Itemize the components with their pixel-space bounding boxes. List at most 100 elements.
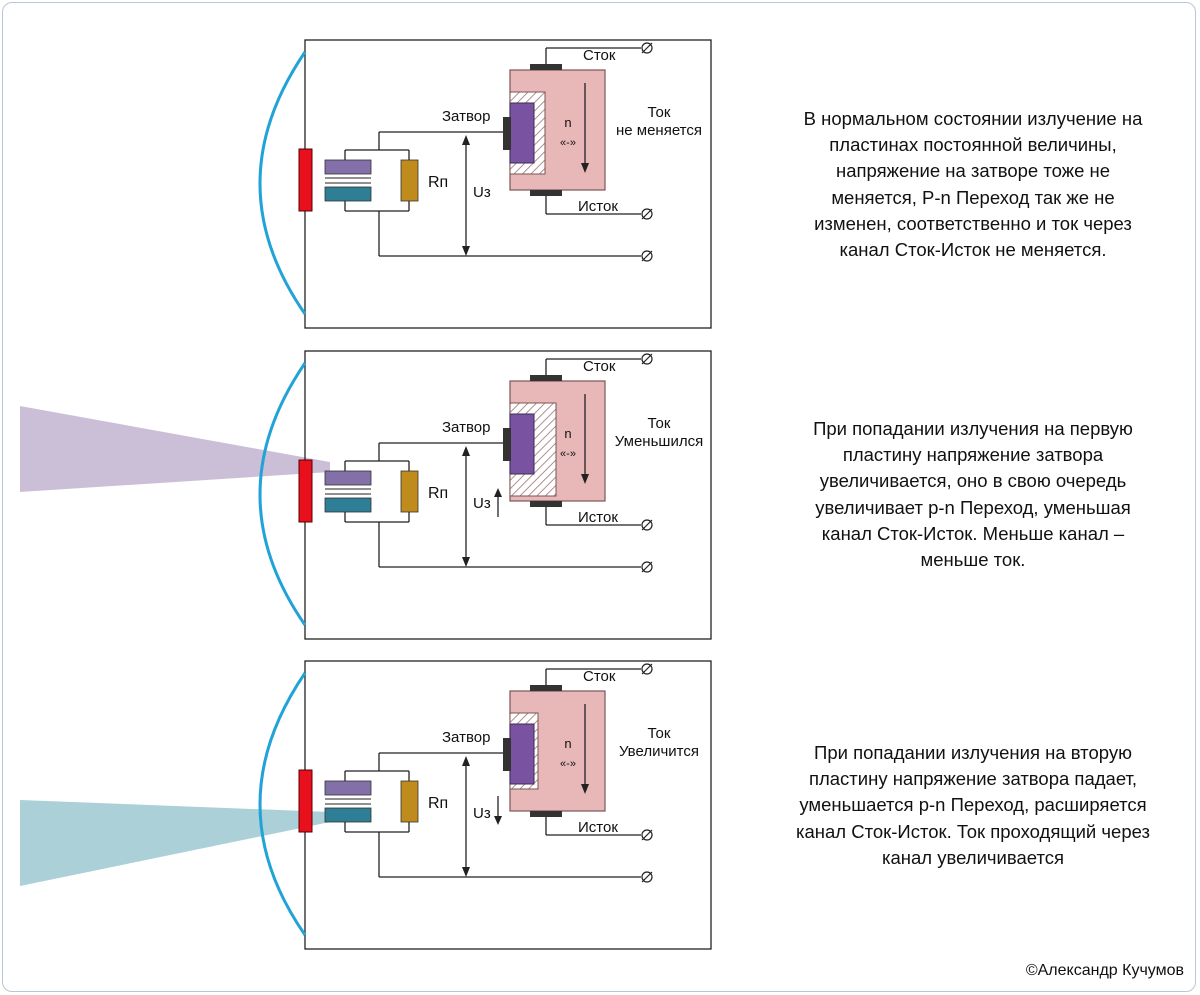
sensor-window <box>298 769 313 833</box>
radiation-beam-violet <box>20 406 330 492</box>
drain-label: Сток <box>583 47 616 64</box>
gate-electrode <box>503 738 511 771</box>
terminal-source <box>641 208 653 220</box>
terminal-drain <box>641 353 653 365</box>
description-decreased: При попадании излучения на первую пласти… <box>813 418 1133 571</box>
voltage-label: Uз <box>473 495 491 512</box>
terminal-common-slash <box>641 250 653 262</box>
gate-label: Затвор <box>442 108 490 125</box>
lens-arc <box>258 672 307 936</box>
terminal-source-slash <box>641 208 653 220</box>
sensor-window <box>298 148 313 212</box>
gate-electrode <box>503 428 511 461</box>
source-label: Исток <box>578 198 618 215</box>
copyright: ©Александр Кучумов <box>1025 962 1184 979</box>
source-electrode <box>530 501 562 507</box>
terminal-drain <box>641 42 653 54</box>
enclosure-box <box>304 350 712 640</box>
voltage-arrow-head-bottom <box>462 246 470 256</box>
voltage-down-arrow-head <box>494 816 502 825</box>
source-electrode <box>530 811 562 817</box>
terminal-common-slash <box>641 871 653 883</box>
enclosure-box <box>304 660 712 950</box>
voltage-arrow-head-bottom <box>462 557 470 567</box>
n-sign: «-» <box>560 448 576 460</box>
current-label-line: не меняется <box>616 122 702 139</box>
n-sign: «-» <box>560 137 576 149</box>
n-label: n <box>564 736 571 751</box>
terminal-common <box>641 561 653 573</box>
source-label: Исток <box>578 819 618 836</box>
n-label: n <box>564 115 571 130</box>
n-sign: «-» <box>560 758 576 770</box>
terminal-source-slash <box>641 829 653 841</box>
resistor <box>400 780 419 823</box>
current-label-line: Увеличится <box>619 743 699 760</box>
resistor-label: Rп <box>428 795 448 812</box>
terminal-drain-slash <box>641 353 653 365</box>
lens-arc <box>258 362 307 626</box>
plate-teal <box>324 497 372 513</box>
plate-violet <box>324 470 372 486</box>
voltage-arrow-head-top <box>462 135 470 145</box>
current-label-line: Ток <box>648 725 671 742</box>
p-region <box>509 723 535 785</box>
drain-electrode <box>530 64 562 70</box>
current-label-line: Ток <box>648 104 671 121</box>
voltage-up-arrow-head <box>494 488 502 497</box>
resistor-label: Rп <box>428 174 448 191</box>
terminal-source <box>641 519 653 531</box>
plate-violet <box>324 159 372 175</box>
terminal-drain-slash <box>641 663 653 675</box>
p-region <box>509 102 535 164</box>
voltage-label: Uз <box>473 184 491 201</box>
terminal-common-slash <box>641 561 653 573</box>
drain-label: Сток <box>583 358 616 375</box>
gate-label: Затвор <box>442 419 490 436</box>
voltage-arrow-head-top <box>462 756 470 766</box>
lens-arc <box>258 51 307 315</box>
source-electrode <box>530 190 562 196</box>
drain-electrode <box>530 685 562 691</box>
terminal-common <box>641 250 653 262</box>
resistor-label: Rп <box>428 485 448 502</box>
gate-label: Затвор <box>442 729 490 746</box>
plate-teal <box>324 807 372 823</box>
radiation-beam-teal <box>20 800 330 886</box>
current-label-line: Уменьшился <box>615 433 703 450</box>
enclosure-box <box>304 39 712 329</box>
terminal-drain-slash <box>641 42 653 54</box>
drain-label: Сток <box>583 668 616 685</box>
voltage-arrow-head-top <box>462 446 470 456</box>
terminal-drain <box>641 663 653 675</box>
description-normal: В нормальном состоянии излучение на плас… <box>803 108 1143 261</box>
current-arrow-head <box>581 474 589 484</box>
voltage-label: Uз <box>473 805 491 822</box>
current-arrow-head <box>581 163 589 173</box>
terminal-source-slash <box>641 519 653 531</box>
gate-electrode <box>503 117 511 150</box>
current-label-line: Ток <box>648 415 671 432</box>
sensor-window <box>298 459 313 523</box>
resistor <box>400 159 419 202</box>
terminal-source <box>641 829 653 841</box>
terminal-common <box>641 871 653 883</box>
current-arrow-head <box>581 784 589 794</box>
description-increased: При попадании излучения на вторую пласти… <box>796 742 1150 868</box>
plate-violet <box>324 780 372 796</box>
p-region <box>509 413 535 475</box>
n-label: n <box>564 426 571 441</box>
resistor <box>400 470 419 513</box>
source-label: Исток <box>578 509 618 526</box>
voltage-arrow-head-bottom <box>462 867 470 877</box>
drain-electrode <box>530 375 562 381</box>
plate-teal <box>324 186 372 202</box>
